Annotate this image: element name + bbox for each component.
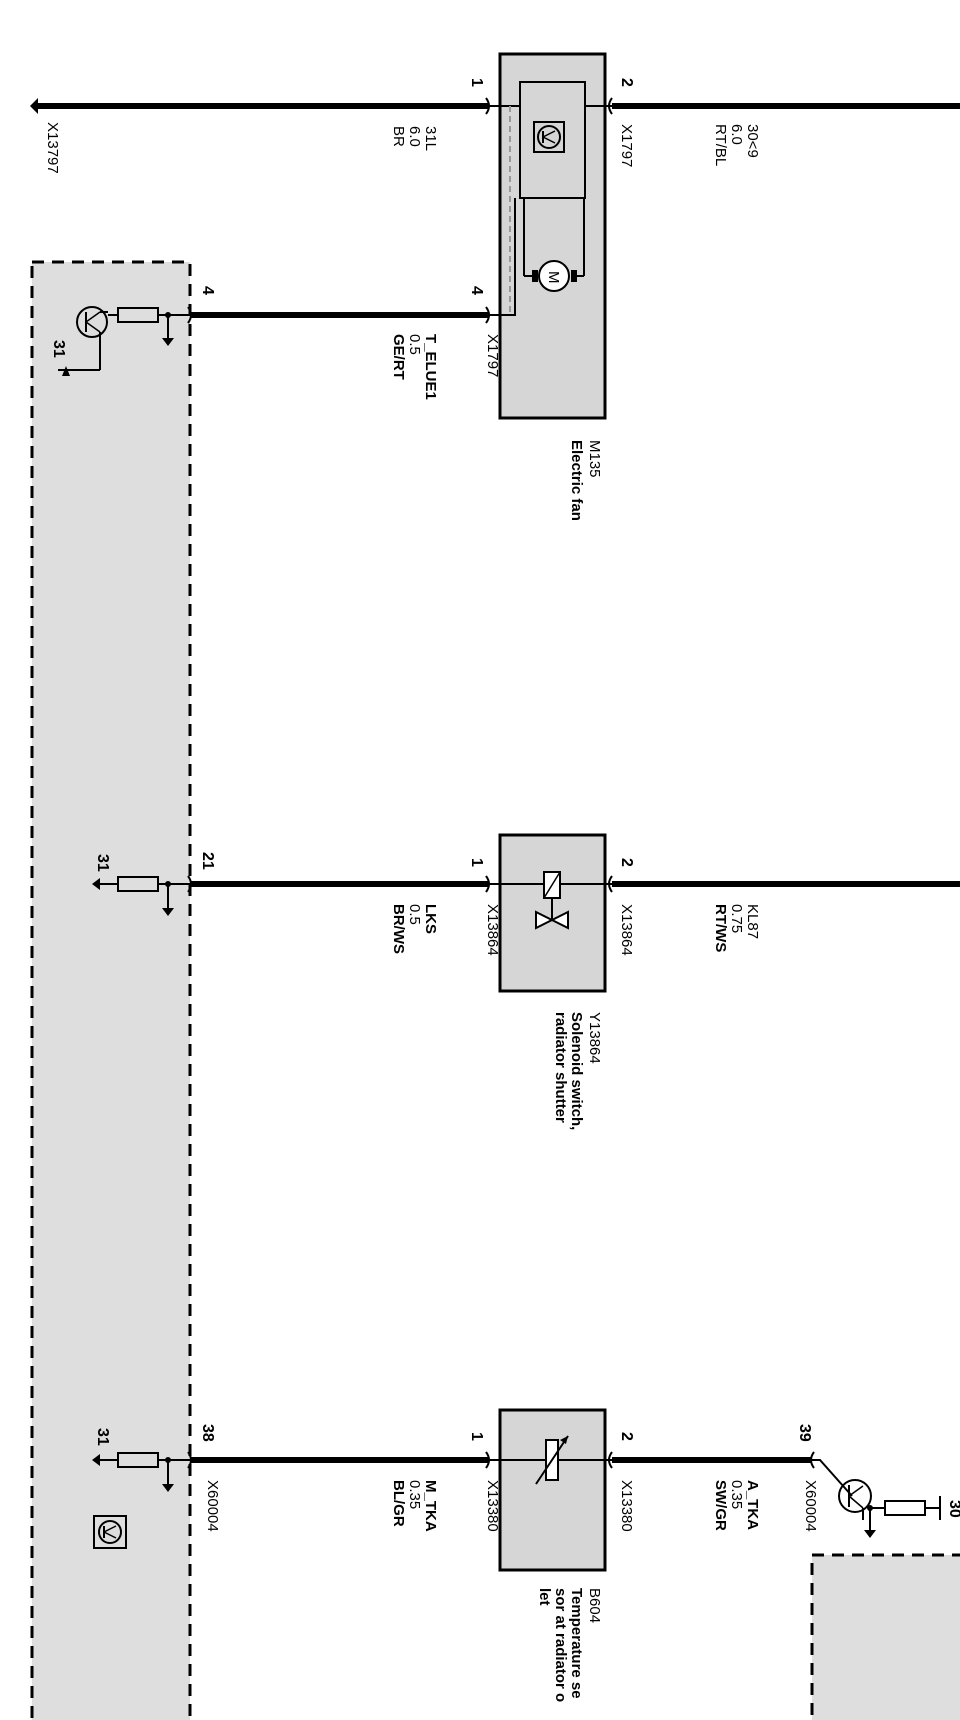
svg-text:31L: 31L bbox=[422, 126, 439, 151]
ecu-pin4-connector bbox=[187, 306, 192, 324]
connector-x13864-right: X13864 bbox=[618, 904, 635, 956]
solenoid-ecu-pin-label: 21 bbox=[199, 852, 216, 870]
temperature-sensor-section: 1 2 38 39 31 30 X60004 M_TKA 0.35 BL/GR … bbox=[92, 1408, 960, 1702]
svg-text:BR: BR bbox=[390, 126, 407, 147]
svg-text:SW/GR: SW/GR bbox=[712, 1480, 729, 1531]
sensor-ecu-pin39-label: 39 bbox=[796, 1424, 813, 1442]
fan-pin1-label: 1 bbox=[468, 78, 485, 87]
right-ecu-resistor-icon bbox=[884, 1500, 926, 1516]
sensor-pin2-label: 2 bbox=[618, 1432, 635, 1441]
connector-x1797-pin4: X1797 bbox=[484, 334, 501, 377]
fan-pin2-connector bbox=[608, 97, 613, 115]
ecu-pin4-label: 4 bbox=[199, 286, 216, 295]
motor-icon: M bbox=[523, 198, 585, 292]
svg-text:6.0: 6.0 bbox=[406, 126, 423, 147]
solenoid-name-line1: Solenoid switch, bbox=[568, 1012, 585, 1130]
connector-x13380-right: X13380 bbox=[618, 1480, 635, 1532]
sensor-box bbox=[498, 1408, 607, 1572]
svg-text:30<9: 30<9 bbox=[744, 124, 761, 158]
solenoid-pin2-label: 2 bbox=[618, 858, 635, 867]
fan-pin2-label: 2 bbox=[618, 78, 635, 87]
connector-x60004-right: X60004 bbox=[802, 1480, 819, 1532]
fan-pin1-connector bbox=[485, 97, 490, 115]
ground-icon bbox=[92, 878, 100, 890]
ecu-transistor-icon bbox=[58, 306, 108, 376]
sensor-ecu-ground-right: 30 bbox=[946, 1500, 960, 1518]
connector-x60004-left: X60004 bbox=[204, 1480, 221, 1532]
svg-text:A_TKA: A_TKA bbox=[744, 1480, 761, 1530]
svg-text:KL87: KL87 bbox=[744, 904, 761, 939]
sensor-right-wire-spec: A_TKA 0.35 SW/GR bbox=[712, 1480, 761, 1531]
fan-pin4-connector bbox=[485, 306, 490, 324]
connector-x13864-left: X13864 bbox=[484, 904, 501, 956]
fan-component-id: M135 bbox=[586, 440, 603, 478]
thermistor-icon bbox=[535, 1435, 569, 1485]
svg-text:LKS: LKS bbox=[422, 904, 439, 934]
svg-text:M: M bbox=[545, 271, 562, 284]
svg-text:0.5: 0.5 bbox=[406, 904, 423, 925]
fan-ecu-ground-label: 31 bbox=[50, 340, 67, 358]
solenoid-pin1-label: 1 bbox=[468, 858, 485, 867]
fan-ground-wire-spec: 31L 6.0 BR bbox=[390, 126, 439, 151]
solenoid-valve-icon bbox=[535, 871, 569, 930]
connector-x1797-right: X1797 bbox=[618, 124, 635, 167]
sensor-ecu-ground-left: 31 bbox=[94, 1428, 111, 1446]
svg-text:T_ELUE1: T_ELUE1 bbox=[422, 334, 439, 400]
control-unit-right-box bbox=[810, 1553, 960, 1720]
sensor-name-line1: Temperature se bbox=[568, 1588, 585, 1699]
fan-component-name: Electric fan bbox=[568, 440, 585, 521]
sensor-name-line2: sor at radiator o bbox=[552, 1588, 569, 1702]
svg-text:M_TKA: M_TKA bbox=[422, 1480, 439, 1532]
right-ecu-transistor-icon bbox=[812, 1459, 876, 1538]
svg-text:0.35: 0.35 bbox=[406, 1480, 423, 1509]
ground-icon bbox=[92, 1454, 100, 1466]
svg-text:0.75: 0.75 bbox=[728, 904, 745, 933]
solenoid-left-wire-spec: LKS 0.5 BR/WS bbox=[390, 904, 439, 954]
connector-x13797: X13797 bbox=[44, 122, 61, 174]
transistor-icon bbox=[533, 121, 565, 153]
solenoid-section: 1 2 21 31 X13864 LKS 0.5 BR/WS X13864 KL… bbox=[92, 833, 960, 1130]
svg-text:6.0: 6.0 bbox=[728, 124, 745, 145]
svg-text:0.5: 0.5 bbox=[406, 334, 423, 355]
control-unit-left-box bbox=[30, 260, 192, 1720]
sensor-ecu-pin38-label: 38 bbox=[199, 1424, 216, 1442]
fan-supply-wire-spec: 30<9 6.0 RT/BL bbox=[712, 124, 761, 166]
fan-pin4-label: 4 bbox=[468, 286, 485, 295]
fan-module-inner bbox=[519, 81, 586, 199]
svg-text:RT/BL: RT/BL bbox=[712, 124, 729, 166]
svg-text:GE/RT: GE/RT bbox=[390, 334, 407, 380]
sensor-component-id: B604 bbox=[586, 1588, 603, 1623]
sensor-left-wire-spec: M_TKA 0.35 BL/GR bbox=[390, 1480, 439, 1532]
ground-icon bbox=[30, 98, 38, 114]
connector-x13380-left: X13380 bbox=[484, 1480, 501, 1532]
solenoid-component-id: Y13864 bbox=[586, 1012, 603, 1064]
sensor-name-line3: let bbox=[536, 1588, 553, 1606]
fan-signal-wire-spec: T_ELUE1 0.5 GE/RT bbox=[390, 334, 439, 400]
ecu-transistor-icon bbox=[93, 1515, 127, 1549]
svg-text:BR/WS: BR/WS bbox=[390, 904, 407, 954]
solenoid-ecu-ground-label: 31 bbox=[94, 854, 111, 872]
svg-text:BL/GR: BL/GR bbox=[390, 1480, 407, 1527]
electric-fan-section: M 1 2 4 4 bbox=[30, 52, 960, 521]
solenoid-name-line2: radiator shutter bbox=[552, 1012, 569, 1123]
sensor-pin1-label: 1 bbox=[468, 1432, 485, 1441]
svg-text:0.35: 0.35 bbox=[728, 1480, 745, 1509]
solenoid-right-wire-spec: KL87 0.75 RT/WS bbox=[712, 904, 761, 952]
svg-text:RT/WS: RT/WS bbox=[712, 904, 729, 952]
